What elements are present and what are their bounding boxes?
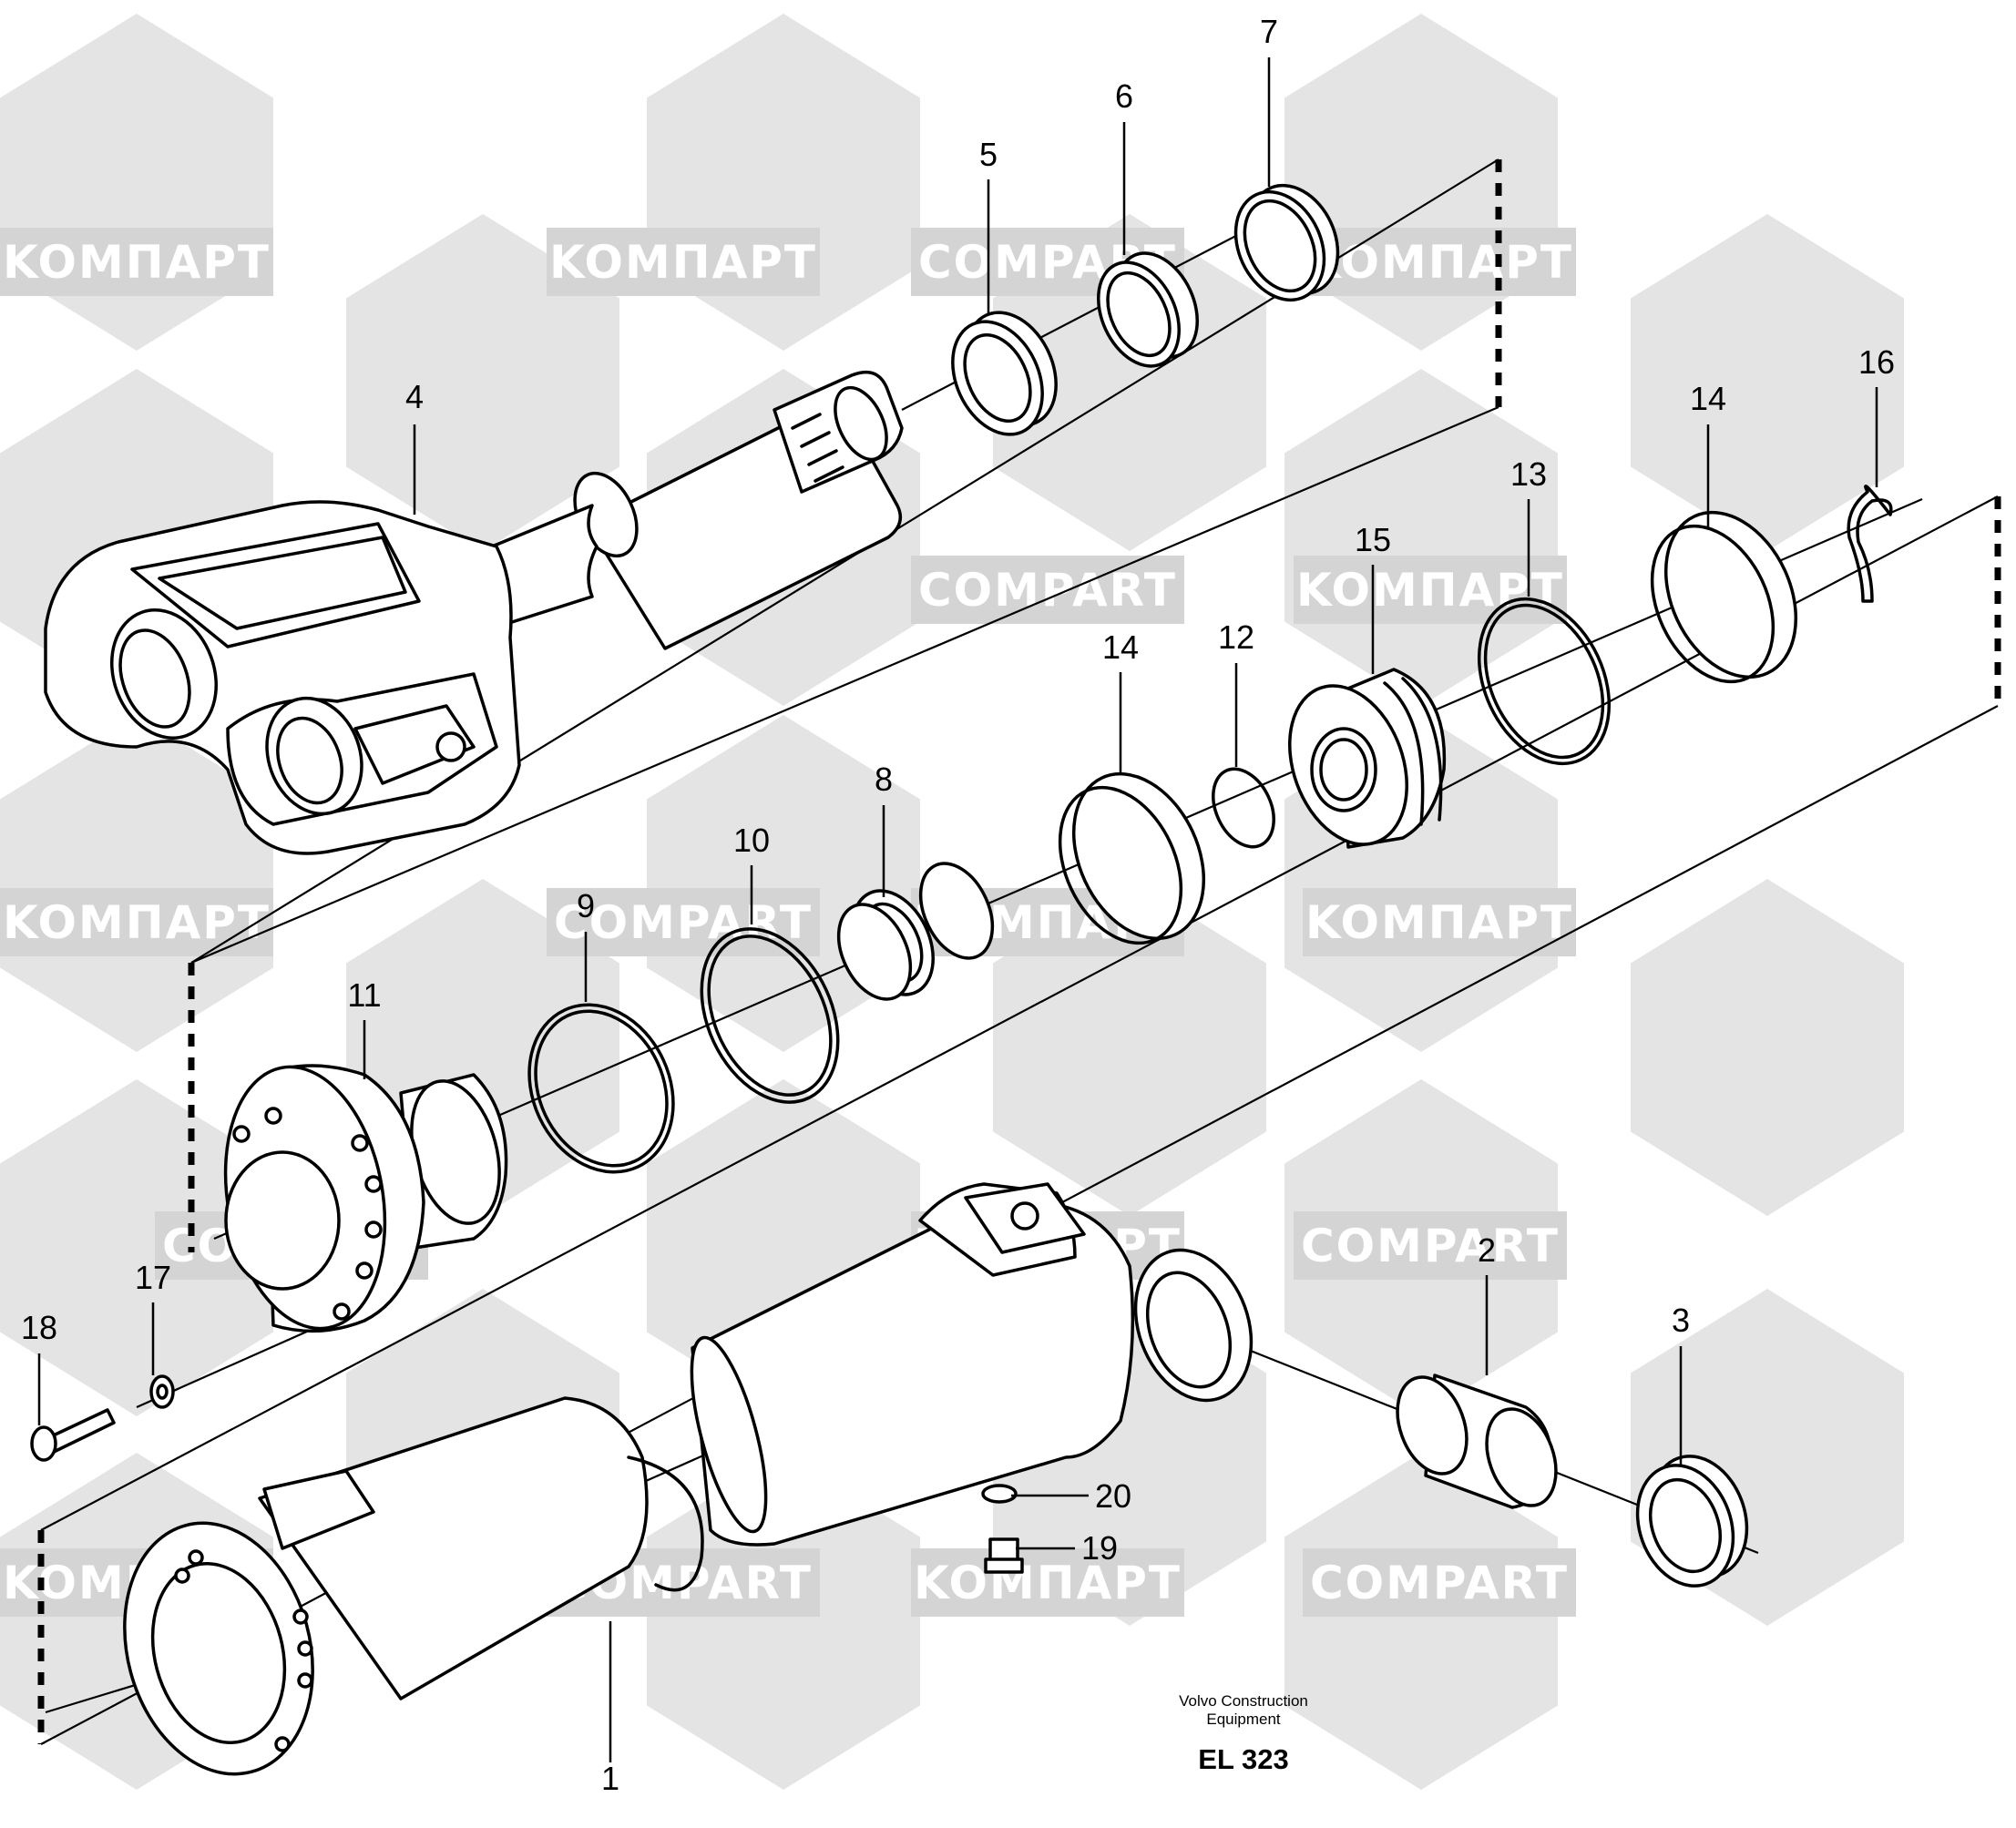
cylinder-tube-part-1 (123, 1182, 1254, 1776)
piston-rod-part-4 (44, 370, 904, 855)
bushing-part-8 (836, 862, 995, 1001)
callout-label-c2: 2 (1478, 1231, 1496, 1269)
callout-label-c13: 13 (1510, 455, 1547, 493)
watermark-text: KOMПАРТ (1305, 896, 1573, 949)
caption-code: EL 323 (1198, 1743, 1289, 1775)
callout-label-c1: 1 (601, 1760, 619, 1797)
clip-part-16 (1847, 485, 1893, 603)
watermark-hexagon (0, 715, 273, 1052)
callout-label-c9: 9 (577, 887, 595, 924)
callout-label-c6: 6 (1115, 77, 1133, 115)
rod-seal-part-6 (1097, 251, 1199, 368)
o-ring-part-13 (1477, 597, 1612, 766)
caption-line-2: Equipment (1206, 1711, 1281, 1728)
callout-label-c4: 4 (405, 378, 424, 415)
caption-line-1: Volvo Construction (1179, 1692, 1308, 1710)
watermark-hexagon (1631, 214, 1904, 551)
watermark-hexagon (1631, 879, 1904, 1216)
o-ring-part-10 (700, 927, 840, 1104)
watermark-hexagon (993, 879, 1266, 1216)
callout-label-c5: 5 (979, 136, 998, 173)
callout-label-c10: 10 (733, 822, 770, 859)
watermark-text: COMPART (1301, 1220, 1560, 1272)
callout-label-c19: 19 (1081, 1529, 1118, 1567)
callout-label-c11: 11 (347, 976, 381, 1014)
guide-band-part-14-lower (1058, 771, 1206, 945)
washer-part-17 (149, 1374, 175, 1409)
bolt-part-18 (30, 1408, 116, 1462)
o-ring-part-9 (527, 1003, 675, 1174)
watermark-band (1294, 556, 1567, 624)
rod-seal-part-5 (951, 311, 1058, 436)
watermark-hexagon (647, 1453, 920, 1790)
plug-part-19 (984, 1537, 1024, 1574)
watermark-band (547, 888, 820, 956)
watermark-band (1303, 1548, 1576, 1617)
piston-part-15 (1288, 668, 1447, 849)
callout-label-c14b: 14 (1690, 380, 1726, 417)
watermark-band (911, 556, 1184, 624)
watermark-text: COMPART (918, 564, 1177, 617)
watermark-band (911, 1548, 1184, 1617)
watermark-text: KOMПАРТ (1305, 236, 1573, 289)
rod-seal-part-7 (1233, 183, 1340, 302)
watermark-text: KOMПАРТ (3, 236, 271, 289)
watermark-band (0, 228, 273, 296)
watermark-text: KOMПАРТ (1296, 564, 1564, 617)
watermark-hexagon (1284, 1453, 1558, 1790)
seal-part-3 (1635, 1455, 1749, 1588)
callout-label-c14a: 14 (1102, 628, 1139, 666)
washer-part-20 (981, 1484, 1018, 1504)
callout-label-c20: 20 (1095, 1477, 1131, 1515)
watermark-text: KOMПАРТ (3, 896, 271, 949)
watermark-hexagon (993, 214, 1266, 551)
callout-label-c3: 3 (1672, 1302, 1690, 1339)
watermark-hexagon (647, 14, 920, 351)
callout-label-c12: 12 (1218, 618, 1254, 656)
watermark-text: KOMПАРТ (914, 1557, 1182, 1609)
watermark-band (1303, 228, 1576, 296)
watermark-band (1294, 1211, 1567, 1280)
watermark-band (547, 228, 820, 296)
watermark-band (1303, 888, 1576, 956)
watermark-hexagon (1284, 369, 1558, 706)
cylinder-head-part-11 (223, 1064, 508, 1333)
callout-label-c18: 18 (21, 1309, 57, 1346)
callout-label-c8: 8 (875, 761, 893, 798)
callout-label-c17: 17 (135, 1259, 171, 1296)
callout-label-c15: 15 (1355, 521, 1391, 558)
watermark-hexagon (0, 14, 273, 351)
watermark-text: COMPART (1310, 1557, 1569, 1609)
callout-label-c7: 7 (1260, 13, 1278, 50)
watermark-hexagon (0, 1079, 273, 1416)
publisher-caption: Volvo Construction Equipment EL 323 (1130, 1692, 1357, 1780)
callout-label-c16: 16 (1858, 343, 1895, 381)
watermark-band (0, 888, 273, 956)
bushing-part-2 (1396, 1374, 1558, 1509)
guide-band-part-14-upper (1650, 510, 1798, 684)
watermark-hexagon (1284, 14, 1558, 351)
o-ring-part-12 (1212, 767, 1275, 849)
watermark-text: KOMПАРТ (549, 236, 817, 289)
